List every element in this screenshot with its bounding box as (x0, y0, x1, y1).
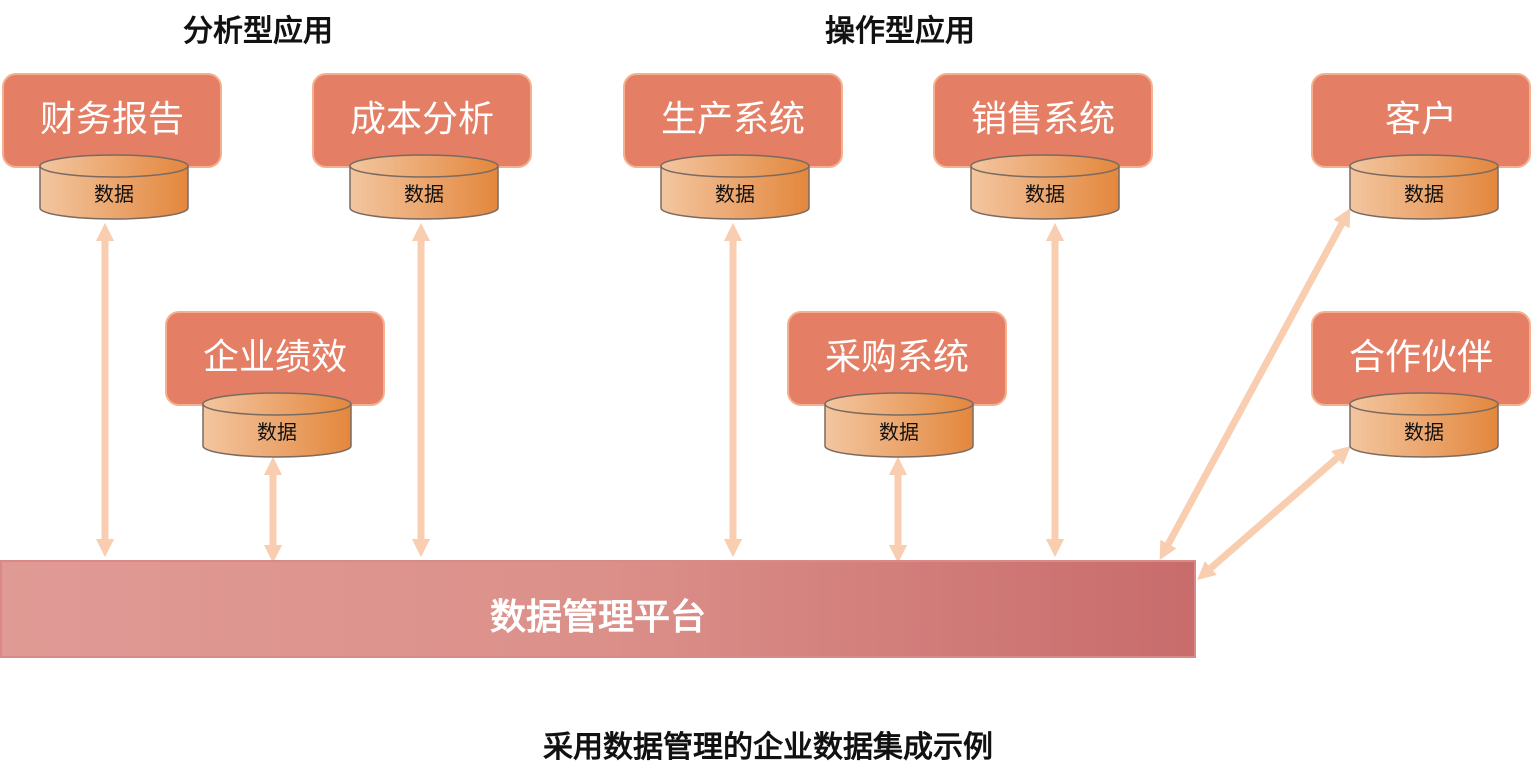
database-cylinder-icon (349, 154, 499, 220)
database-cylinder-icon (202, 392, 352, 458)
database-cylinder-icon (1349, 392, 1499, 458)
finance-report-box: 财务报告 (2, 73, 222, 168)
procurement-system-db-label: 数据 (879, 420, 919, 444)
arrow-customer (1159, 207, 1351, 561)
procurement-system-label: 采购系统 (824, 337, 969, 378)
customer-box: 客户 (1311, 73, 1531, 168)
production-system-label: 生产系统 (660, 99, 805, 140)
figure-caption: 采用数据管理的企业数据集成示例 (543, 730, 993, 765)
procurement-system-database: 数据 (824, 392, 974, 458)
customer-database: 数据 (1349, 154, 1499, 220)
enterprise-performance-label: 企业绩效 (202, 337, 347, 378)
operational-apps-heading: 操作型应用 (825, 14, 975, 49)
cost-analysis-box: 成本分析 (312, 73, 532, 168)
database-cylinder-icon (824, 392, 974, 458)
arrow-partner (1197, 446, 1351, 580)
platform-label: 数据管理平台 (489, 596, 706, 638)
procurement-system-box: 采购系统 (787, 311, 1007, 406)
production-system-db-label: 数据 (715, 182, 755, 206)
analytical-apps-heading: 分析型应用 (183, 14, 333, 49)
enterprise-performance-db-label: 数据 (257, 420, 297, 444)
customer-label: 客户 (1384, 99, 1457, 140)
database-cylinder-icon (39, 154, 189, 220)
sales-system-box: 销售系统 (933, 73, 1153, 168)
finance-report-label: 财务报告 (39, 99, 184, 140)
production-system-database: 数据 (660, 154, 810, 220)
partner-database: 数据 (1349, 392, 1499, 458)
production-system-box: 生产系统 (623, 73, 843, 168)
cost-analysis-label: 成本分析 (349, 99, 494, 140)
partner-db-label: 数据 (1404, 420, 1444, 444)
customer-db-label: 数据 (1404, 182, 1444, 206)
cost-analysis-db-label: 数据 (404, 182, 444, 206)
sales-system-database: 数据 (970, 154, 1120, 220)
finance-report-database: 数据 (39, 154, 189, 220)
partner-box: 合作伙伴 (1311, 311, 1531, 406)
database-cylinder-icon (970, 154, 1120, 220)
cost-analysis-database: 数据 (349, 154, 499, 220)
finance-report-db-label: 数据 (94, 182, 134, 206)
enterprise-performance-database: 数据 (202, 392, 352, 458)
sales-system-db-label: 数据 (1025, 182, 1065, 206)
data-management-platform: 数据管理平台 (0, 560, 1196, 658)
database-cylinder-icon (1349, 154, 1499, 220)
enterprise-performance-box: 企业绩效 (165, 311, 385, 406)
partner-label: 合作伙伴 (1348, 337, 1493, 378)
database-cylinder-icon (660, 154, 810, 220)
sales-system-label: 销售系统 (970, 99, 1115, 140)
